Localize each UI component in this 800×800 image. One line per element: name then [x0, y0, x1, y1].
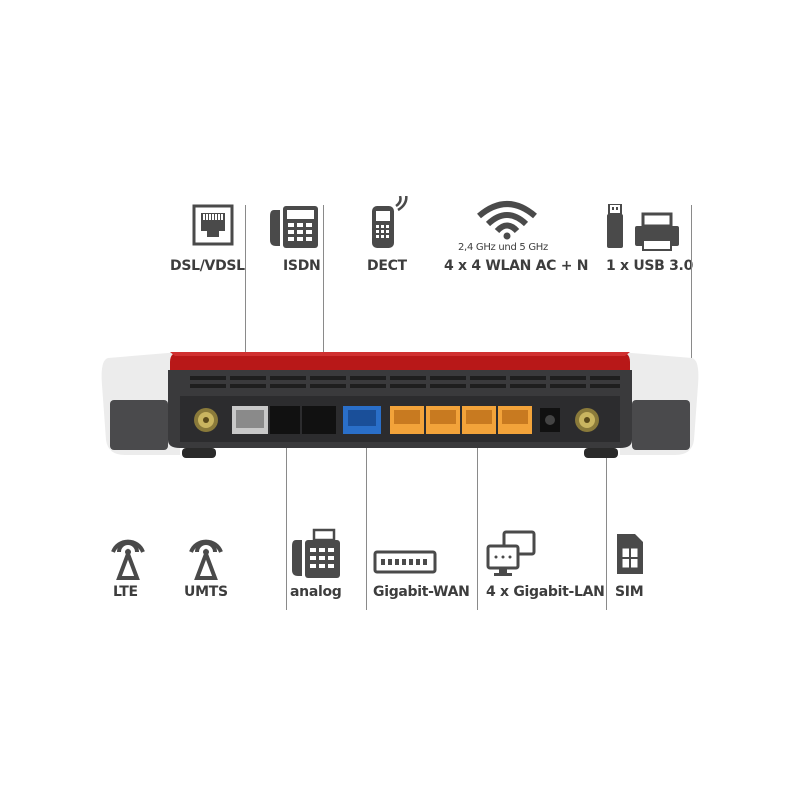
wan-label: Gigabit-WAN	[373, 584, 470, 600]
analog-label: analog	[290, 584, 342, 600]
ethernet-port-icon	[192, 204, 234, 246]
dsl-label: DSL/VDSL	[170, 258, 245, 274]
lte-label: LTE	[113, 584, 138, 600]
isdn-connector-line	[323, 205, 324, 405]
sim-card-icon	[617, 534, 643, 574]
wan-connector-line	[366, 420, 367, 610]
usb-connector-line	[691, 205, 692, 415]
isdn-label: ISDN	[283, 258, 321, 274]
wifi-icon	[477, 201, 537, 240]
lte-antenna-tower-icon	[111, 539, 145, 580]
fax-phone-icon	[292, 528, 340, 578]
usb-label: 1 x USB 3.0	[606, 258, 694, 274]
cordless-phone-icon	[372, 196, 408, 248]
desk-phone-icon	[270, 206, 318, 248]
umts-antenna-tower-icon	[189, 539, 223, 580]
monitors-icon	[486, 530, 536, 576]
sim-label: SIM	[615, 584, 644, 600]
switch-icon	[373, 550, 437, 574]
wlan-band-label: 2,4 GHz und 5 GHz	[458, 242, 548, 253]
dsl-connector-line	[245, 205, 246, 405]
umts-label: UMTS	[184, 584, 228, 600]
lan-label: 4 x Gigabit-LAN	[486, 584, 605, 600]
analog-connector-line	[286, 420, 287, 610]
dect-label: DECT	[367, 258, 407, 274]
printer-icon	[635, 212, 679, 251]
sim-connector-line	[606, 440, 607, 610]
lan-connector-line	[477, 420, 478, 610]
wlan-label: 4 x 4 WLAN AC + N	[444, 258, 589, 274]
router-rear-view	[101, 352, 699, 458]
usb-stick-icon	[607, 204, 623, 248]
